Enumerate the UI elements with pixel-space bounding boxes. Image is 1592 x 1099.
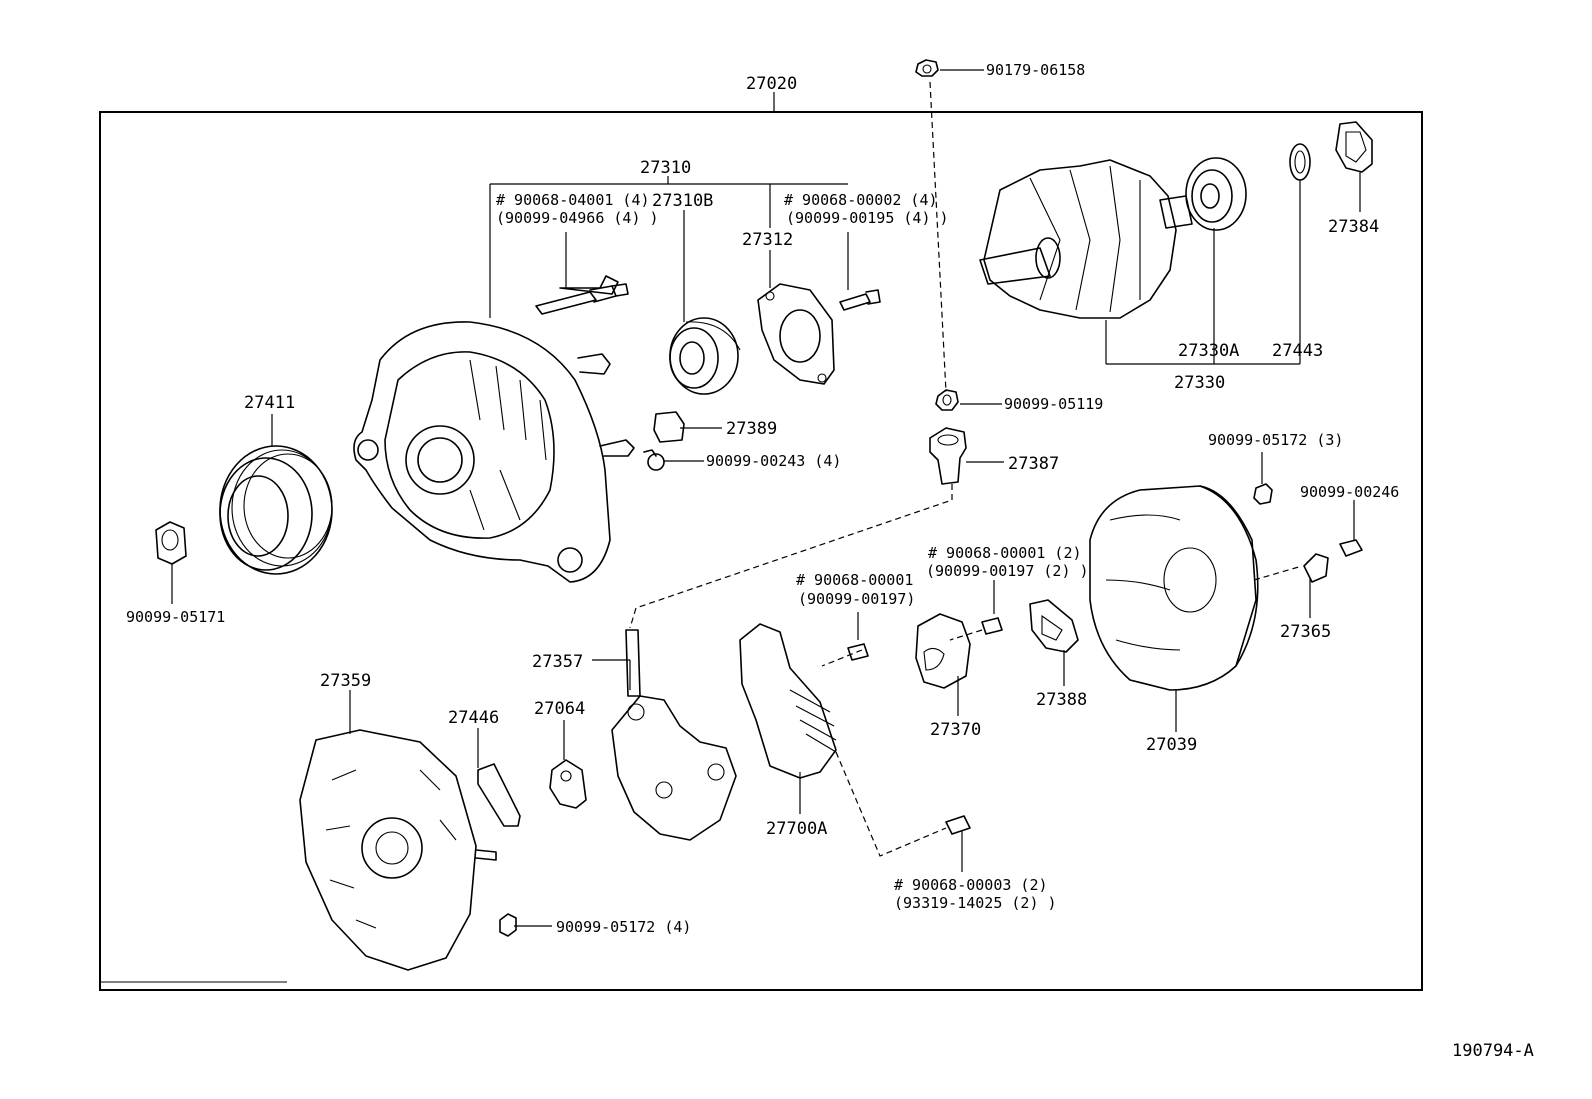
label-bolt-ref2-b: (90099-00195 (4) ) xyxy=(786,209,949,227)
label-screw-ref5-a: # 90068-00003 (2) xyxy=(894,876,1048,894)
part-labels: 27020 27310 # 90068-04001 (4) (90099-049… xyxy=(126,61,1534,1061)
label-bolt-ref2-a: # 90068-00002 (4) xyxy=(784,191,938,209)
nut-90179-06158-icon xyxy=(915,59,939,77)
cover-27388-icon xyxy=(1029,599,1079,653)
label-90099-05172-4: 90099-05172 (4) xyxy=(556,918,691,936)
label-90099-00246: 90099-00246 xyxy=(1300,483,1399,501)
bolt-90099-00246-icon xyxy=(1339,539,1363,557)
terminal-27365-icon xyxy=(1303,553,1329,583)
bearing-27310B-icon xyxy=(669,317,741,395)
plate-27064-icon xyxy=(549,759,587,809)
label-27365: 27365 xyxy=(1280,622,1331,642)
bearing-27330A-icon xyxy=(1185,157,1247,231)
label-27312: 27312 xyxy=(742,230,793,250)
label-screw-ref4-a: # 90068-00001 (2) xyxy=(928,544,1082,562)
label-90179-06158: 90179-06158 xyxy=(986,61,1085,79)
label-27389: 27389 xyxy=(726,419,777,439)
cover-27384-icon xyxy=(1335,121,1373,173)
label-screw-ref3-a: # 90068-00001 xyxy=(796,571,913,589)
label-27357: 27357 xyxy=(532,652,583,672)
nut-90099-05172-3-icon xyxy=(1253,483,1273,505)
diagram-id: 190794-A xyxy=(1452,1041,1534,1061)
label-27443: 27443 xyxy=(1272,341,1323,361)
label-27388: 27388 xyxy=(1036,690,1087,710)
label-27370: 27370 xyxy=(930,720,981,740)
bolt-90068-00002-icon xyxy=(839,289,881,311)
nut-90099-05172-4-icon xyxy=(499,913,517,937)
label-27330: 27330 xyxy=(1174,373,1225,393)
cover-27389-icon xyxy=(653,411,685,443)
label-27359: 27359 xyxy=(320,671,371,691)
label-90099-00243: 90099-00243 (4) xyxy=(706,452,841,470)
label-27411: 27411 xyxy=(244,393,295,413)
screw-90068-00001-icon xyxy=(847,643,869,661)
screw-90068-00001-2-icon xyxy=(981,617,1003,635)
drive-end-frame-icon xyxy=(353,275,635,583)
label-bolt-ref1-a: # 90068-04001 (4) xyxy=(496,191,650,209)
rear-cover-27039-icon xyxy=(1089,485,1259,691)
screw-90099-00243-icon xyxy=(643,449,665,471)
rectifier-27357-icon xyxy=(611,629,737,841)
label-27700A: 27700A xyxy=(766,819,827,839)
label-27064: 27064 xyxy=(534,699,585,719)
label-27384: 27384 xyxy=(1328,217,1379,237)
brush-holder-27370-icon xyxy=(915,613,971,689)
label-27039: 27039 xyxy=(1146,735,1197,755)
insulator-27387-icon xyxy=(929,427,967,485)
ring-27443-icon xyxy=(1289,143,1311,181)
assembly-frame xyxy=(99,111,1423,991)
label-27446: 27446 xyxy=(448,708,499,728)
nut-90099-05171-icon xyxy=(155,521,187,565)
regulator-27700A-icon xyxy=(739,623,837,779)
label-screw-ref5-b: (93319-14025 (2) ) xyxy=(894,894,1057,912)
rear-frame-27359-icon xyxy=(299,729,497,971)
screw-90068-00003-icon xyxy=(945,815,971,835)
retainer-plate-27312-icon xyxy=(757,283,835,385)
label-27020: 27020 xyxy=(746,74,797,94)
label-90099-05171: 90099-05171 xyxy=(126,608,225,626)
leader-lines xyxy=(171,69,1361,927)
nut-90099-05119-icon xyxy=(935,389,959,411)
label-27330A: 27330A xyxy=(1178,341,1239,361)
label-90099-05119: 90099-05119 xyxy=(1004,395,1103,413)
label-27387: 27387 xyxy=(1008,454,1059,474)
label-90099-05172-3: 90099-05172 (3) xyxy=(1208,431,1343,449)
label-screw-ref4-b: (90099-00197 (2) ) xyxy=(926,562,1089,580)
pulley-27411-icon xyxy=(219,445,333,575)
rotor-27330-icon xyxy=(979,159,1193,319)
label-screw-ref3-b: (90099-00197) xyxy=(798,590,915,608)
assembly-dashed-lines xyxy=(629,81,1303,857)
label-27310B: 27310B xyxy=(652,191,713,211)
label-bolt-ref1-b: (90099-04966 (4) ) xyxy=(496,209,659,227)
label-27310: 27310 xyxy=(640,158,691,178)
insulator-27446-icon xyxy=(477,763,521,827)
through-bolt-icon xyxy=(535,283,629,315)
